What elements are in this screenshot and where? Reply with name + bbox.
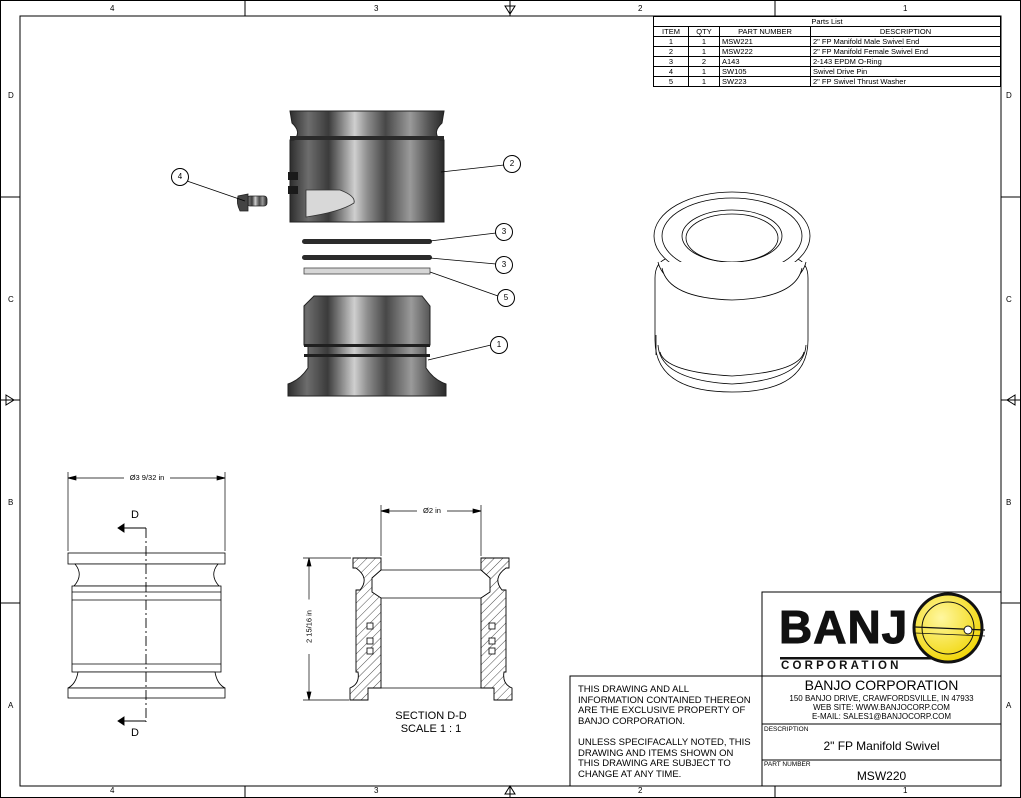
zone-top-4: 4 xyxy=(110,4,115,13)
zone-left-c: C xyxy=(8,295,14,304)
cell-item: 5 xyxy=(653,76,689,87)
cell-part-number: SW105 xyxy=(719,66,811,77)
banjo-logo xyxy=(780,592,986,664)
balloon-1: 1 xyxy=(490,336,508,354)
cell-part-number: MSW221 xyxy=(719,36,811,47)
zone-right-a: A xyxy=(1006,701,1012,710)
cell-part-number: MSW222 xyxy=(719,46,811,57)
cell-description: 2" FP Swivel Thrust Washer xyxy=(810,76,1001,87)
outer-diameter-dimension: Ø3 9/32 in xyxy=(124,473,170,482)
company-website: WEB SITE: WWW.BANJOCORP.COM xyxy=(813,703,950,712)
zone-left-d: D xyxy=(8,91,14,100)
cell-qty: 1 xyxy=(688,76,720,87)
section-cut-label-bottom: D xyxy=(131,727,139,739)
cell-qty: 2 xyxy=(688,56,720,67)
change-note: UNLESS SPECIFACALLY NOTED, THIS DRAWING … xyxy=(578,737,751,780)
cell-qty: 1 xyxy=(688,46,720,57)
thrust-washer-render xyxy=(303,267,431,275)
zone-right-b: B xyxy=(1006,498,1012,507)
drawing-description: 2" FP Manifold Swivel xyxy=(823,739,940,753)
cell-part-number: A143 xyxy=(719,56,811,67)
isometric-view xyxy=(653,191,811,393)
company-email: E-MAIL: SALES1@BANJOCORP.COM xyxy=(811,712,952,721)
parts-list-title: Parts List xyxy=(653,16,1001,27)
section-view xyxy=(349,557,513,701)
description-label: DESCRIPTION xyxy=(764,726,809,733)
zone-bottom-4: 4 xyxy=(110,786,115,795)
part-number-label: PART NUMBER xyxy=(764,761,811,768)
cell-item: 2 xyxy=(653,46,689,57)
o-ring-upper-render xyxy=(302,239,432,244)
balloon-2: 2 xyxy=(503,155,521,173)
balloon-5: 5 xyxy=(497,289,515,307)
cell-qty: 1 xyxy=(688,36,720,47)
zone-top-1: 1 xyxy=(903,4,908,13)
cell-item: 3 xyxy=(653,56,689,67)
female-swivel-end-render xyxy=(288,110,445,223)
zone-top-2: 2 xyxy=(638,4,643,13)
title-block-frame xyxy=(569,591,1002,787)
zone-bottom-3: 3 xyxy=(374,786,379,795)
balloon-3-upper: 3 xyxy=(495,223,513,241)
od-dimension-line xyxy=(67,472,226,551)
cell-item: 1 xyxy=(653,36,689,47)
cell-description: 2-143 EPDM O-Ring xyxy=(810,56,1001,67)
zone-top-3: 3 xyxy=(374,4,379,13)
cell-qty: 1 xyxy=(688,66,720,77)
drive-pin-render xyxy=(236,193,268,212)
parts-list-table: Parts List ITEM QTY PART NUMBER DESCRIPT… xyxy=(653,16,1001,87)
cell-item: 4 xyxy=(653,66,689,77)
height-dimension: 2 15/16 in xyxy=(304,599,314,654)
section-scale: SCALE 1 : 1 xyxy=(400,723,462,735)
logo-wordmark: BANJ xyxy=(778,601,909,653)
header-description: DESCRIPTION xyxy=(810,26,1001,37)
front-view xyxy=(67,552,226,699)
zone-right-c: C xyxy=(1006,295,1012,304)
header-item: ITEM xyxy=(653,26,689,37)
section-title: SECTION D-D xyxy=(395,710,467,722)
balloon-3-lower: 3 xyxy=(495,256,513,274)
property-note: THIS DRAWING AND ALL INFORMATION CONTAIN… xyxy=(578,684,751,727)
balloon-4: 4 xyxy=(171,168,189,186)
male-swivel-end-render xyxy=(287,295,447,397)
cell-part-number: SW223 xyxy=(719,76,811,87)
zone-bottom-1: 1 xyxy=(903,786,908,795)
cell-description: 2" FP Manifold Male Swivel End xyxy=(810,36,1001,47)
zone-right-d: D xyxy=(1006,91,1012,100)
zone-left-a: A xyxy=(8,701,14,710)
drawing-part-number: MSW220 xyxy=(856,769,907,783)
header-part-number: PART NUMBER xyxy=(719,26,811,37)
id-dimension-line xyxy=(380,505,482,556)
company-name: BANJO CORPORATION xyxy=(804,677,959,693)
inner-diameter-dimension: Ø2 in xyxy=(417,506,447,515)
header-qty: QTY xyxy=(688,26,720,37)
section-cut-label-top: D xyxy=(131,509,139,521)
leader-lines xyxy=(186,164,505,361)
cell-description: 2" FP Manifold Female Swivel End xyxy=(810,46,1001,57)
height-dimension-line xyxy=(303,557,351,701)
section-cut-line xyxy=(117,523,147,726)
zone-bottom-2: 2 xyxy=(638,786,643,795)
logo-subtitle: CORPORATION xyxy=(781,660,902,672)
o-ring-lower-render xyxy=(302,255,432,260)
zone-left-b: B xyxy=(8,498,14,507)
company-address: 150 BANJO DRIVE, CRAWFORDSVILLE, IN 4793… xyxy=(789,694,974,703)
cell-description: Swivel Drive Pin xyxy=(810,66,1001,77)
